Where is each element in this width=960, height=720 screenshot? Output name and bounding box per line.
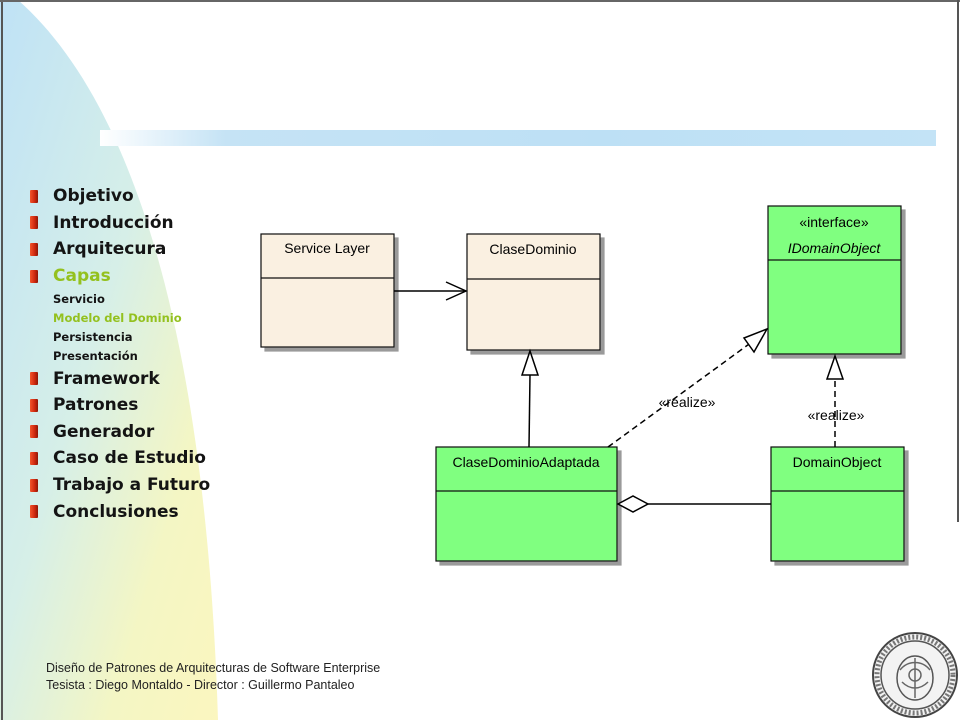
nav-item-capas[interactable]: Capas	[30, 263, 245, 290]
nav-label: Framework	[53, 368, 160, 389]
realize-label: «realize»	[808, 407, 865, 423]
bullet-icon	[30, 451, 38, 465]
class-name: ClaseDominioAdaptada	[452, 454, 599, 470]
nav-item-objetivo[interactable]: Objetivo	[30, 183, 245, 210]
footer-line-2: Tesista : Diego Montaldo - Director : Gu…	[46, 678, 355, 692]
realize-label: «realize»	[659, 394, 716, 410]
association-arrow	[394, 281, 468, 301]
bullet-icon	[30, 216, 38, 230]
realization-arrow-left: «realize»	[607, 327, 769, 448]
nav-item-caso-de-estudio[interactable]: Caso de Estudio	[30, 445, 245, 472]
bullet-icon	[30, 242, 38, 256]
footer-line-1: Diseño de Patrones de Arquitecturas de S…	[46, 661, 381, 675]
nav-sublabel: Modelo del Dominio	[53, 310, 182, 325]
class-clase-dominio-adaptada[interactable]: ClaseDominioAdaptada	[435, 446, 618, 562]
class-service-layer[interactable]: Service Layer	[260, 233, 395, 348]
nav-label: Objetivo	[53, 186, 134, 207]
class-name: Service Layer	[284, 240, 370, 256]
aggregation-diamond-icon	[616, 495, 650, 513]
bullet-icon	[30, 425, 38, 439]
nav-item-generador[interactable]: Generador	[30, 419, 245, 446]
nav-subitem-presentacion[interactable]: Presentación	[30, 346, 245, 365]
bullet-icon	[30, 189, 38, 203]
nav-item-arquitecura[interactable]: Arquitecura	[30, 236, 245, 263]
header-bar	[100, 130, 936, 146]
class-domain-object[interactable]: DomainObject	[770, 446, 905, 562]
nav-label: Patrones	[53, 395, 139, 416]
nav-label: Introducción	[53, 212, 174, 233]
class-name: DomainObject	[793, 454, 882, 470]
nav-subitem-servicio[interactable]: Servicio	[30, 289, 245, 308]
nav-label: Conclusiones	[53, 501, 179, 522]
bullet-icon	[30, 269, 38, 283]
nav-subitem-modelo-del-dominio[interactable]: Modelo del Dominio	[30, 308, 245, 327]
aggregation-line	[616, 495, 771, 513]
nav-label: Generador	[53, 421, 155, 442]
nav-label: Trabajo a Futuro	[53, 475, 211, 496]
nav-item-introduccion[interactable]: Introducción	[30, 210, 245, 237]
realization-arrow-right: «realize»	[808, 353, 865, 447]
nav-item-framework[interactable]: Framework	[30, 365, 245, 392]
bullet-icon	[30, 478, 38, 492]
nav-label: Capas	[53, 266, 111, 287]
class-idomain-object[interactable]: «interface» IDomainObject	[767, 205, 902, 355]
generalization-arrow	[520, 348, 540, 448]
class-name: IDomainObject	[788, 240, 882, 256]
nav-sublabel: Servicio	[53, 291, 105, 306]
nav-subitem-persistencia[interactable]: Persistencia	[30, 327, 245, 346]
university-seal-icon	[872, 632, 958, 718]
nav-sublabel: Presentación	[53, 348, 138, 363]
nav-item-patrones[interactable]: Patrones	[30, 392, 245, 419]
footer: Diseño de Patrones de Arquitecturas de S…	[46, 660, 380, 694]
nav-label: Caso de Estudio	[53, 448, 206, 469]
bullet-icon	[30, 372, 38, 386]
background-sweep	[0, 0, 218, 720]
nav-item-conclusiones[interactable]: Conclusiones	[30, 498, 245, 525]
nav-label: Arquitecura	[53, 239, 167, 260]
section-nav: Objetivo Introducción Arquitecura Capas …	[30, 183, 245, 525]
class-stereotype: «interface»	[799, 214, 868, 230]
class-name: ClaseDominio	[489, 241, 576, 257]
bullet-icon	[30, 505, 38, 519]
nav-sublabel: Persistencia	[53, 329, 133, 344]
nav-item-trabajo-a-futuro[interactable]: Trabajo a Futuro	[30, 472, 245, 499]
bullet-icon	[30, 398, 38, 412]
class-clase-dominio[interactable]: ClaseDominio	[466, 233, 601, 351]
